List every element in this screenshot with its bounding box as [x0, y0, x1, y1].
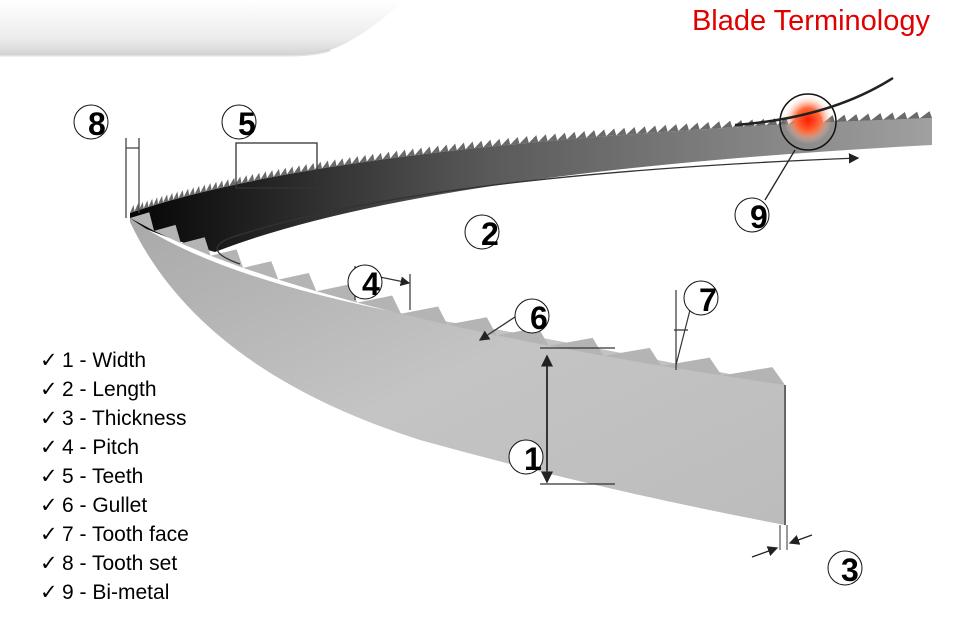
check-icon: ✓	[40, 494, 58, 517]
svg-text:7: 7	[699, 282, 717, 318]
check-icon: ✓	[40, 465, 58, 488]
terminology-legend: ✓1 - Width ✓2 - Length ✓3 - Thickness ✓4…	[40, 346, 189, 607]
check-icon: ✓	[40, 552, 58, 575]
header-swoosh-decoration	[0, 0, 405, 57]
check-icon: ✓	[40, 581, 58, 604]
svg-text:4: 4	[362, 266, 380, 302]
legend-item: ✓7 - Tooth face	[40, 520, 189, 549]
check-icon: ✓	[40, 349, 58, 372]
callout-5: 5	[221, 104, 257, 142]
bi-metal-hot-spot	[784, 96, 832, 144]
legend-item: ✓6 - Gullet	[40, 491, 189, 520]
blade-front-face	[130, 218, 785, 525]
svg-text:2: 2	[481, 216, 499, 252]
blade-back-band	[130, 118, 932, 252]
blade-back-teeth	[130, 111, 932, 213]
check-icon: ✓	[40, 523, 58, 546]
legend-item: ✓5 - Teeth	[40, 462, 189, 491]
callout-7: 7	[683, 280, 719, 318]
svg-text:5: 5	[238, 106, 256, 142]
callout-6: 6	[514, 298, 550, 336]
callout-9: 9	[734, 197, 770, 235]
legend-item: ✓1 - Width	[40, 346, 189, 375]
legend-item: ✓2 - Length	[40, 375, 189, 404]
check-icon: ✓	[40, 407, 58, 430]
svg-text:3: 3	[841, 552, 859, 588]
callout-3: 3	[827, 550, 863, 588]
tooth-row	[130, 111, 932, 213]
callout-1: 1	[508, 439, 544, 477]
check-icon: ✓	[40, 436, 58, 459]
svg-text:8: 8	[88, 106, 106, 142]
slide-title: Blade Terminology	[691, 5, 930, 37]
legend-item: ✓3 - Thickness	[40, 404, 189, 433]
length-arrow	[216, 153, 860, 265]
callout-8: 8	[73, 104, 109, 142]
legend-item: ✓9 - Bi-metal	[40, 578, 189, 607]
svg-text:1: 1	[524, 441, 542, 477]
callout-2: 2	[464, 214, 500, 252]
legend-item: ✓4 - Pitch	[40, 433, 189, 462]
check-icon: ✓	[40, 378, 58, 401]
callout-4: 4	[347, 264, 383, 302]
legend-item: ✓8 - Tooth set	[40, 549, 189, 578]
svg-text:9: 9	[750, 199, 768, 235]
svg-text:6: 6	[530, 300, 548, 336]
